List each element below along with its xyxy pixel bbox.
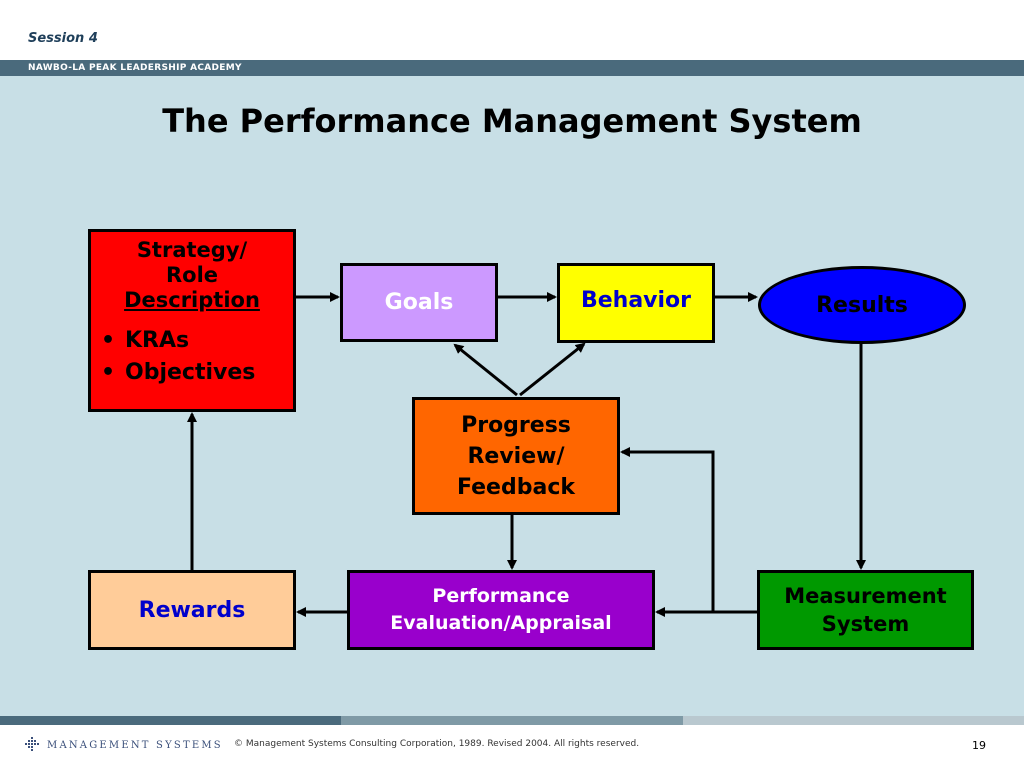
copyright-text: © Management Systems Consulting Corporat… — [234, 739, 640, 749]
strategy-line1: Strategy/ — [136, 238, 248, 262]
performance-evaluation-box: Performance Evaluation/Appraisal — [347, 570, 655, 650]
goals-box: Goals — [340, 263, 498, 342]
strategy-bullets: KRAs Objectives — [91, 325, 293, 389]
footer-bar-light — [683, 716, 1024, 725]
header-bar — [0, 60, 1024, 76]
academy-label: NAWBO-LA PEAK LEADERSHIP ACADEMY — [28, 63, 242, 73]
strategy-line3: Description — [124, 288, 260, 312]
management-systems-logo: MANAGEMENT SYSTEMS — [25, 737, 223, 753]
strategy-line2: Role — [165, 263, 219, 287]
footer-bar-mid — [341, 716, 683, 725]
strategy-role-description-box: Strategy/ Role Description KRAs Objectiv… — [88, 229, 296, 412]
bullet-kras: KRAs — [101, 325, 293, 357]
behavior-box: Behavior — [557, 263, 715, 343]
logo-grid-icon — [25, 737, 39, 751]
slide-title: The Performance Management System — [162, 102, 862, 140]
measurement-system-box: Measurement System — [757, 570, 974, 650]
page-number: 19 — [972, 739, 986, 752]
footer-bar-dark — [0, 716, 341, 725]
bullet-objectives: Objectives — [101, 357, 293, 389]
rewards-box: Rewards — [88, 570, 296, 650]
session-label: Session 4 — [28, 31, 98, 46]
logo-text: MANAGEMENT SYSTEMS — [47, 739, 223, 751]
results-ellipse: Results — [758, 266, 966, 344]
progress-review-box: Progress Review/ Feedback — [412, 397, 620, 515]
